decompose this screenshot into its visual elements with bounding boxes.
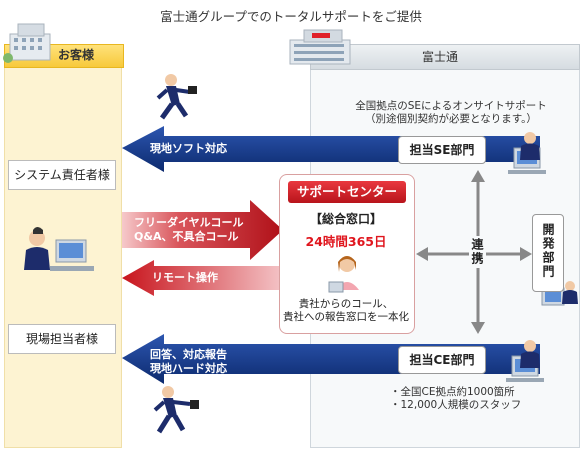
customer-header: お客様 (58, 48, 95, 62)
operator-headset-icon (328, 256, 359, 293)
label-report-line1: 回答、対応報告 (150, 348, 227, 361)
ce-note: ・全国CE拠点約1000箇所 ・12,000人規模のスタッフ (390, 386, 521, 412)
site-manager-box: 現場担当者様 (8, 324, 116, 354)
support-center-desc-line1: 貴社からのコール、 (298, 298, 394, 310)
label-report: 回答、対応報告 現地ハード対応 (150, 348, 227, 376)
diagram-title: 富士通グループでのトータルサポートをご提供 (160, 9, 422, 24)
se-note-line2: （別途個別契約が必要となります。） (365, 113, 537, 125)
developer-icon (541, 281, 578, 306)
se-department-box: 担当SE部門 (398, 136, 486, 164)
se-note-line1: 全国拠点のSEによるオンサイトサポート (355, 100, 547, 112)
label-onsite-software: 現地ソフト対応 (150, 142, 227, 155)
ce-department-box: 担当CE部門 (398, 346, 486, 374)
label-freedial-line2: Q&A、不具合コール (134, 230, 239, 243)
label-remote: リモート操作 (152, 271, 218, 284)
red-arrow-remote (122, 260, 279, 296)
ce-note-line1: ・全国CE拠点約1000箇所 (390, 386, 515, 398)
red-arrow-freedial (122, 200, 283, 260)
label-freedial: フリーダイヤルコール Q&A、不具合コール (134, 216, 243, 244)
label-freedial-line1: フリーダイヤルコール (134, 216, 244, 229)
ce-staff-icon (506, 340, 544, 382)
dev-department-label: 開発部門 (541, 223, 555, 279)
dev-department-box: 開発部門 (532, 214, 564, 292)
support-center-desc-line2: 貴社への報告窓口を一本化 (283, 311, 409, 323)
support-center-subtitle: 【総合窓口】 (309, 212, 382, 226)
coordination-label: 連携 (469, 236, 486, 268)
running-staff-bottom-icon (153, 386, 199, 434)
customer-operator-icon (24, 227, 94, 271)
label-report-line2: 現地ハード対応 (150, 362, 227, 375)
customer-building-icon (3, 23, 51, 63)
se-staff-icon (508, 132, 546, 174)
support-center-hours: 24時間365日 (305, 234, 387, 249)
support-center-desc: 貴社からのコール、 貴社への報告窓口を一本化 (279, 298, 413, 324)
ce-note-line2: ・12,000人規模のスタッフ (390, 399, 522, 411)
se-note: 全国拠点のSEによるオンサイトサポート （別途個別契約が必要となります。） (336, 100, 566, 126)
running-staff-top-icon (156, 74, 197, 120)
fujitsu-header: 富士通 (422, 50, 459, 64)
system-manager-box: システム責任者様 (8, 160, 116, 190)
support-center-title: サポートセンター (288, 181, 406, 203)
fujitsu-building-icon (289, 29, 351, 65)
